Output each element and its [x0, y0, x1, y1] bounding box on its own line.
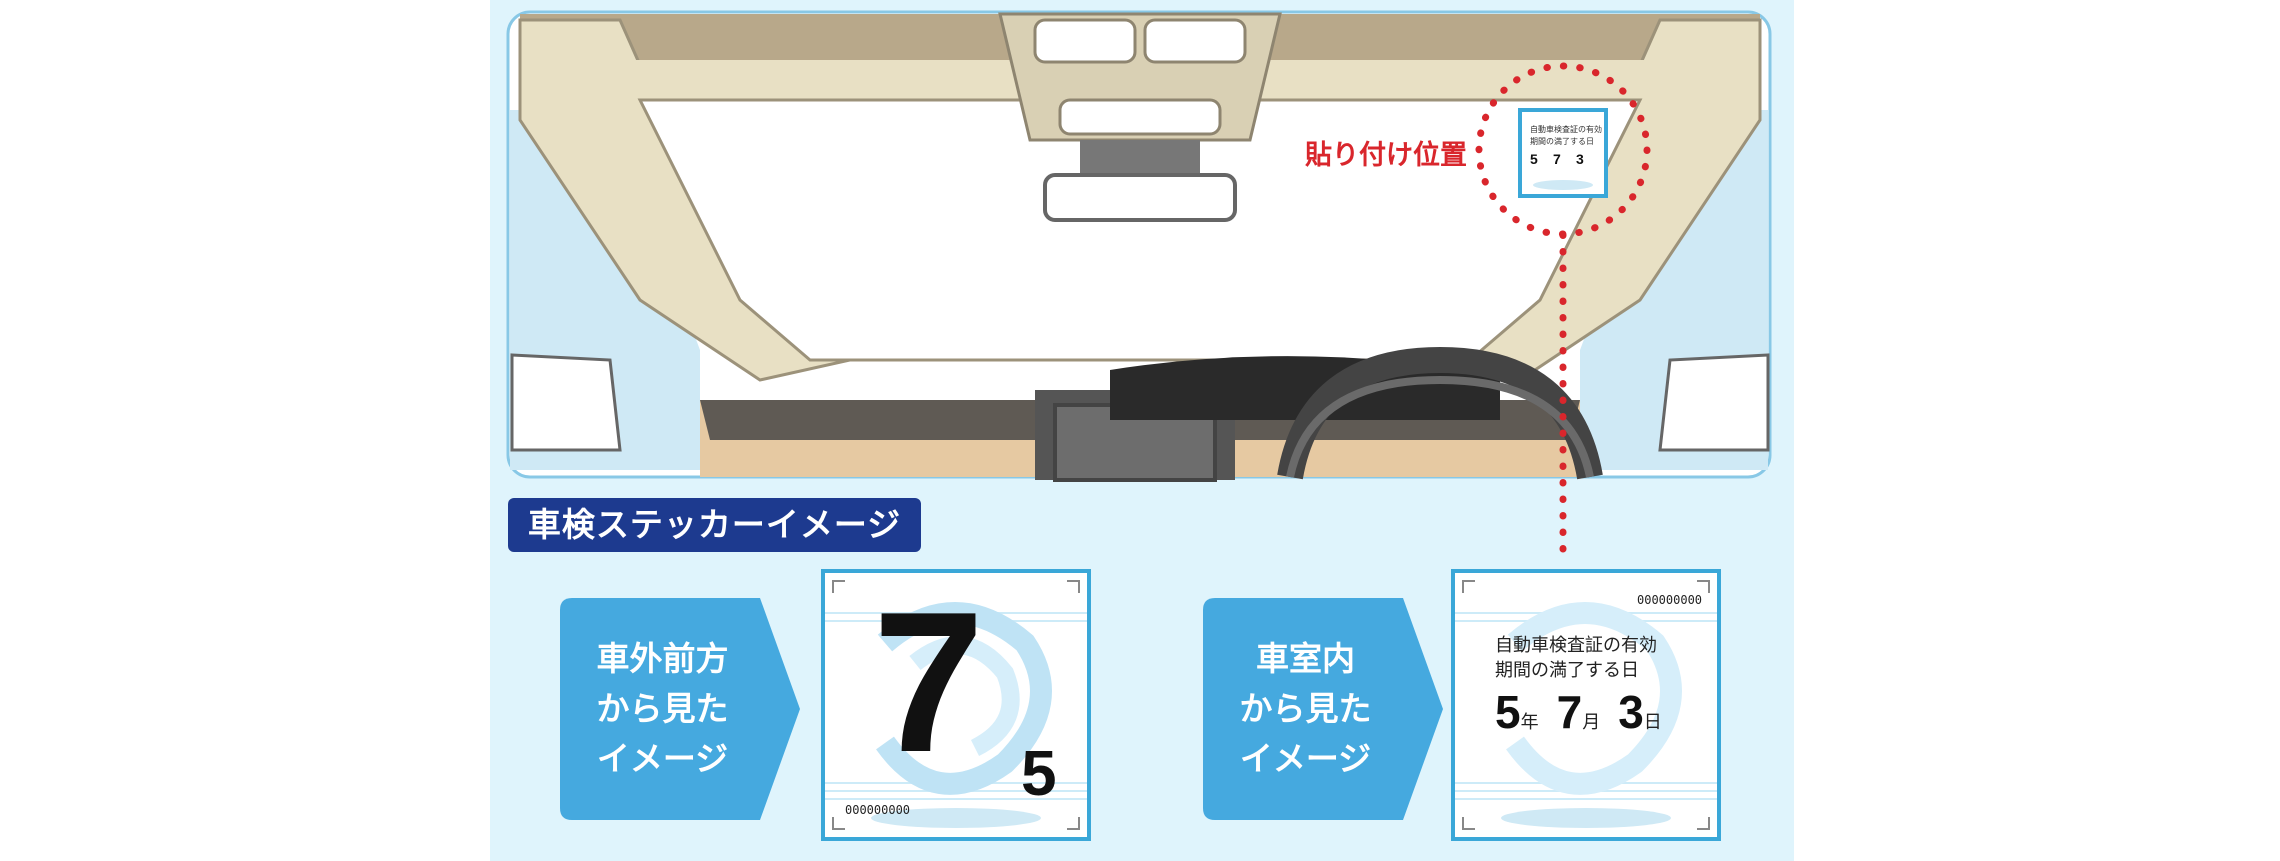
svg-text:3: 3 [1576, 151, 1584, 167]
svg-text:7: 7 [1553, 151, 1561, 167]
sticker-serial: 000000000 [1637, 593, 1703, 607]
exterior-caption-line-1: 車外前方 [596, 639, 729, 678]
exterior-sticker: 7 5 000000000 [821, 569, 1091, 841]
interior-caption-arrow [1203, 598, 1443, 820]
sticker-text-line-1: 自動車検査証の有効 [1495, 635, 1657, 656]
interior-caption-line-2: から見た [1239, 689, 1372, 728]
svg-text:期間の満了する日: 期間の満了する日 [1530, 137, 1594, 146]
expiry-year-number: 5 [1495, 686, 1521, 738]
expiry-day-number: 3 [1618, 686, 1644, 738]
sticker-swirl-pattern [825, 580, 1087, 830]
svg-text:自動車検査証の有効: 自動車検査証の有効 [1530, 124, 1602, 134]
svg-text:5: 5 [1530, 151, 1538, 167]
sticker-small-digit: 5 [1021, 737, 1057, 809]
placement-label: 貼り付け位置 [1305, 140, 1467, 171]
exterior-caption-line-2: から見た [596, 689, 729, 728]
sticker-text-line-2: 期間の満了する日 [1495, 660, 1639, 681]
expiry-day-unit: 日 [1643, 712, 1662, 733]
interior-caption-line-1: 車室内 [1256, 639, 1355, 678]
exterior-caption-arrow [560, 598, 800, 820]
interior-caption: 車室内 から見た イメージ [1203, 634, 1408, 784]
expiry-month-unit: 月 [1582, 712, 1601, 733]
expiry-month-number: 7 [1556, 686, 1583, 738]
exterior-caption-line-3: イメージ [596, 739, 729, 778]
expiry-year-unit: 年 [1520, 712, 1539, 733]
section-title-badge: 車検ステッカーイメージ [508, 498, 921, 552]
sticker-serial: 000000000 [845, 803, 911, 817]
sticker-big-digit: 7 [873, 571, 985, 794]
interior-caption-line-3: イメージ [1239, 739, 1372, 778]
exterior-caption: 車外前方 から見た イメージ [560, 634, 765, 784]
sticker-swirl-pattern [1455, 580, 1717, 830]
